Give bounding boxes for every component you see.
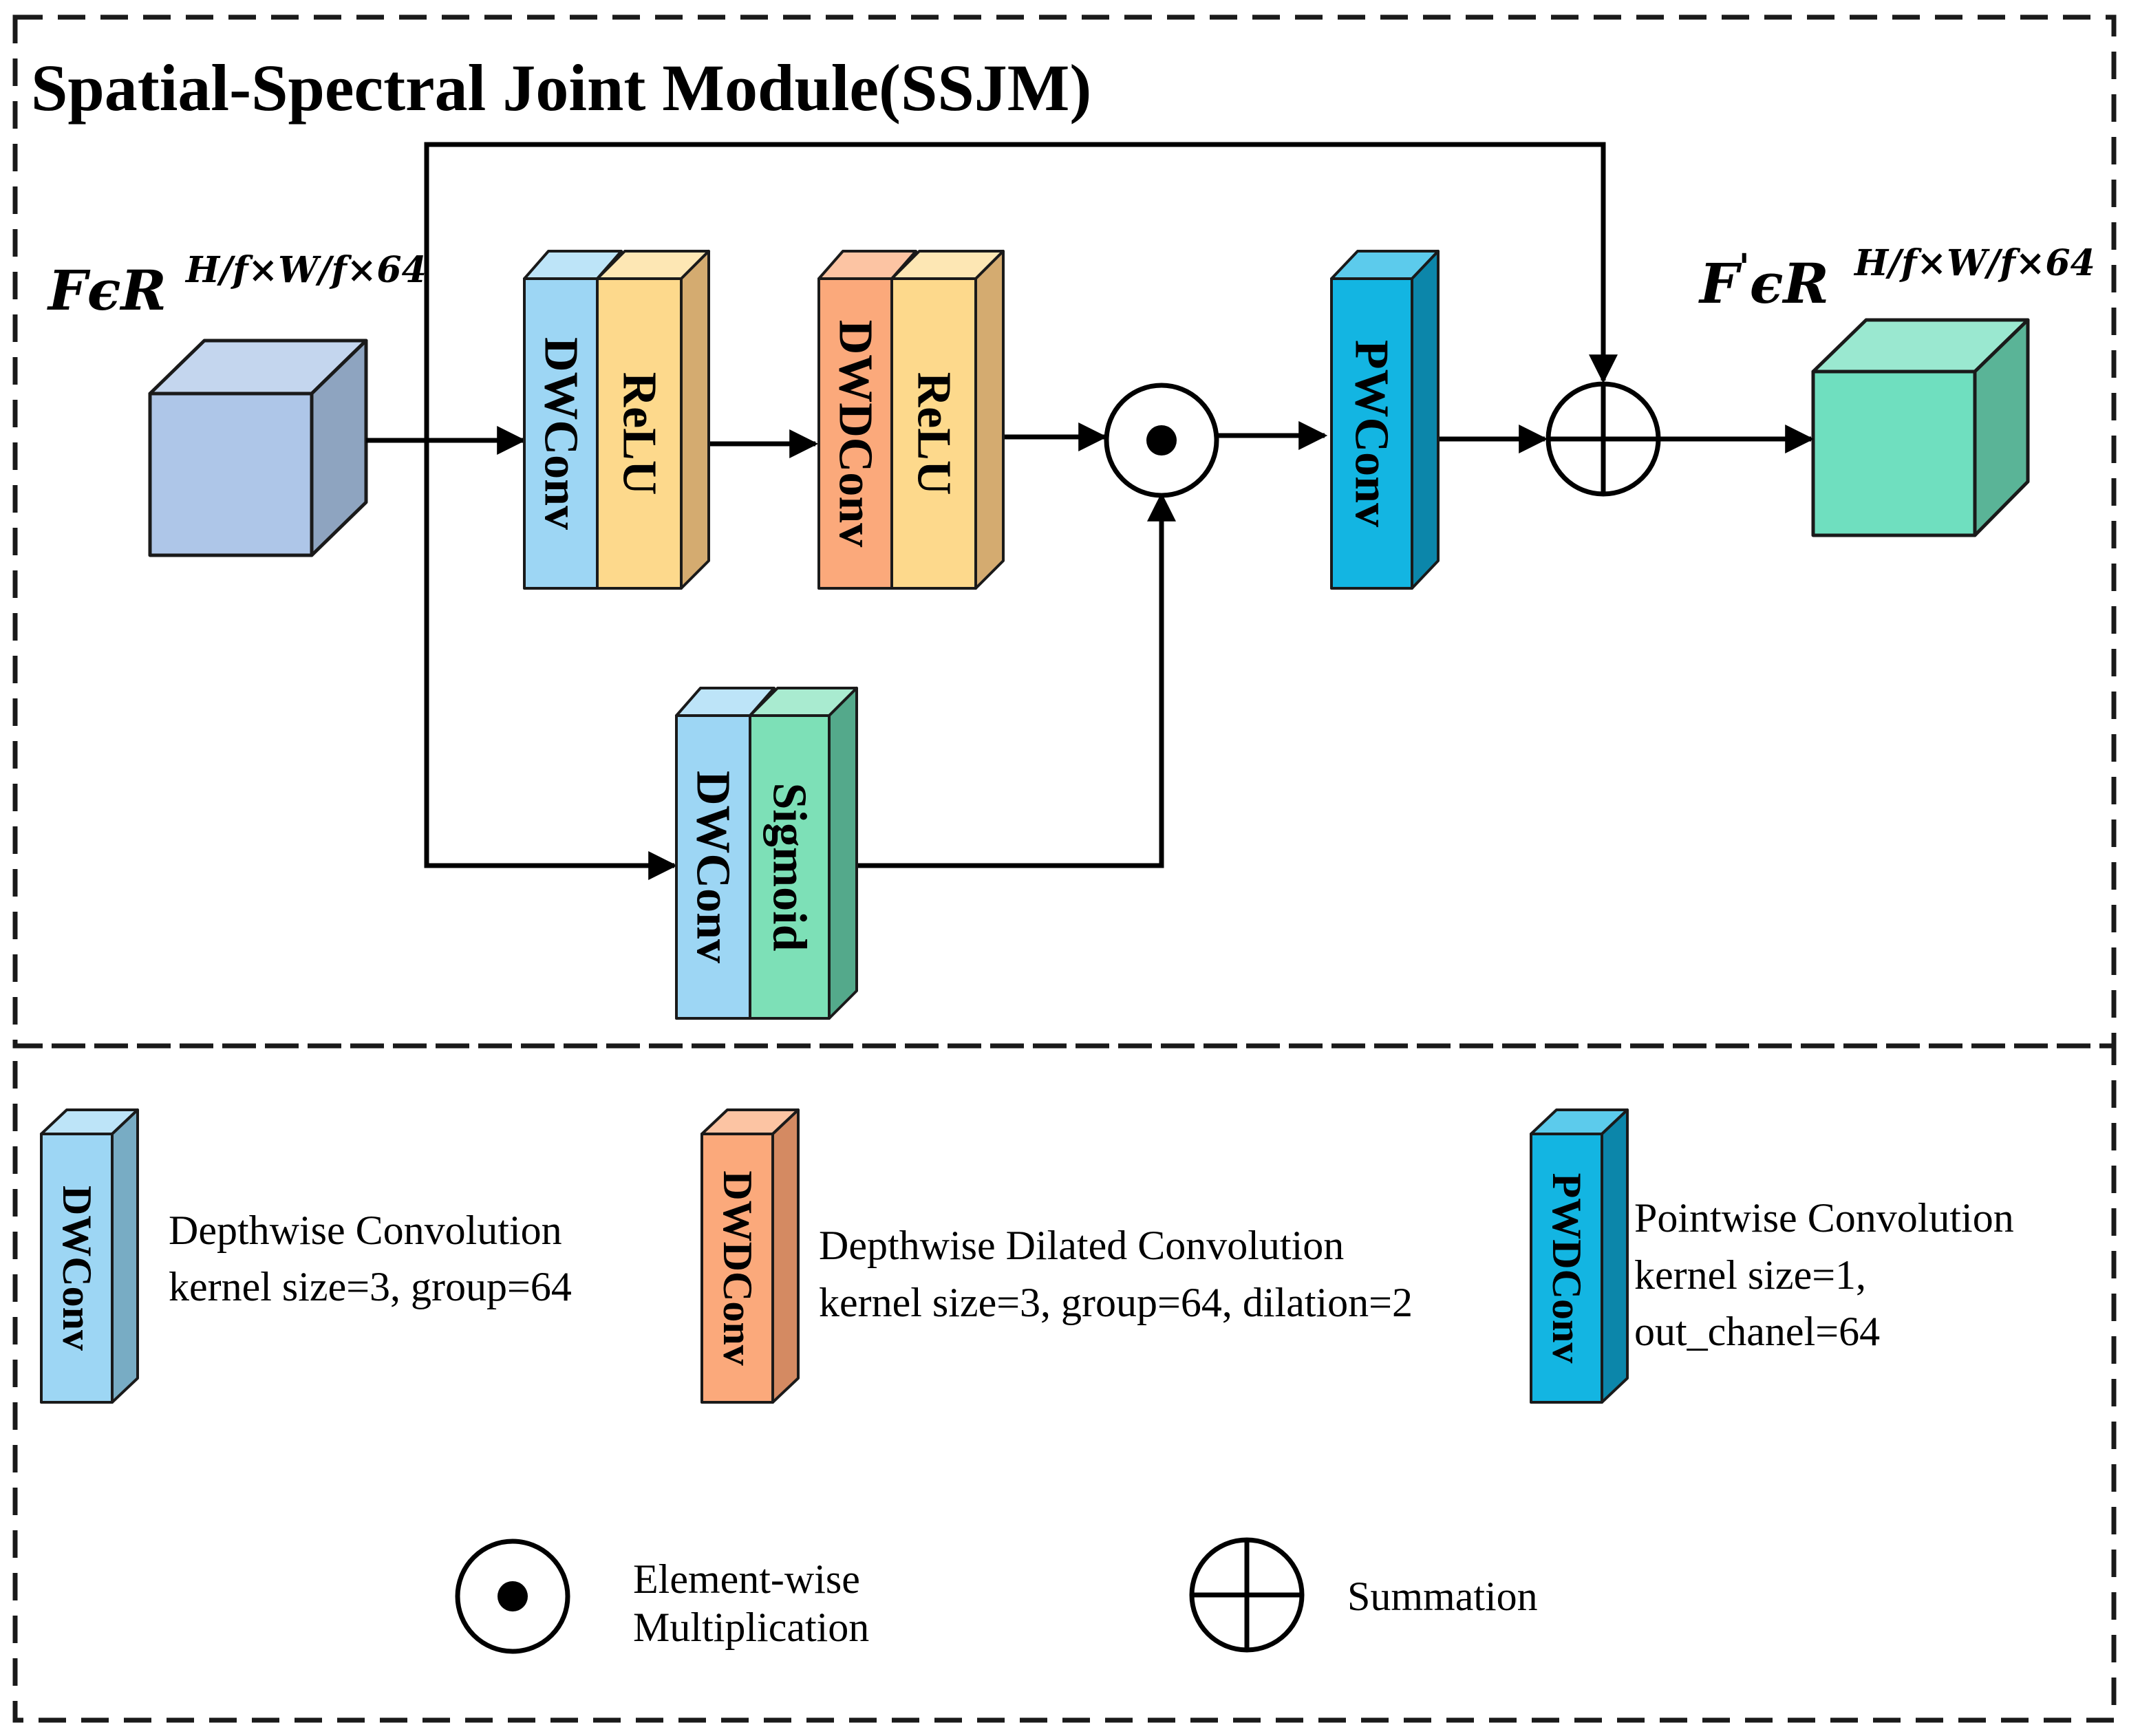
legend-multiply-icon	[455, 1539, 570, 1654]
legend-pwdconv-desc-1: Pointwise Convolution	[1634, 1195, 2014, 1241]
output-relation: ϵ	[1750, 251, 1784, 316]
block-dwdconv-relu	[817, 250, 1005, 590]
block-top2-dwdconv-label: DWDConv	[829, 320, 882, 548]
legend-sum-icon	[1189, 1537, 1305, 1653]
legend-sum-desc: Summation	[1347, 1574, 1538, 1619]
legend-dwconv-block	[40, 1108, 139, 1404]
sigmoid-to-mult	[857, 492, 1176, 868]
svg-text:F'ϵR: F'ϵR	[1698, 246, 1829, 316]
input-symbol: F	[47, 258, 91, 323]
input-relation: ϵ	[87, 258, 121, 323]
legend-dwdconv-desc-1: Depthwise Dilated Convolution	[819, 1223, 1344, 1268]
legend-dwdconv-block	[700, 1108, 800, 1404]
legend-pwdconv-desc-3: out_chanel=64	[1634, 1309, 1880, 1354]
legend-multiply-desc-2: Multiplication	[633, 1605, 869, 1650]
output-space: R	[1782, 251, 1828, 316]
input-feature-cube	[148, 339, 368, 557]
input-superscript: H/f×W/f×64	[184, 249, 427, 291]
connections	[366, 142, 1815, 880]
output-symbol: F	[1698, 251, 1742, 316]
legend-pwdconv-desc-2: kernel size=1,	[1634, 1252, 1866, 1298]
legend-dwconv-desc-2: kernel size=3, group=64	[169, 1264, 572, 1309]
block-bottom-dwconv-label: DWConv	[687, 771, 740, 963]
legend-frame	[12, 1043, 2117, 1723]
block-bottom-sigmoid-label: Sigmoid	[763, 782, 816, 951]
input-label: FϵR H/f×W/f×64	[47, 249, 427, 323]
block-dwconv-sigmoid	[675, 687, 858, 1020]
block-dwconv-relu	[523, 250, 710, 590]
block-pwconv-label: PWConv	[1345, 340, 1398, 527]
block-top1-relu-label: ReLU	[613, 372, 666, 495]
legend-dwconv-label: DWConv	[54, 1186, 100, 1351]
block-top2-relu-label: ReLU	[908, 372, 961, 495]
output-prime: '	[1739, 246, 1750, 288]
svg-text:FϵR: FϵR	[47, 258, 167, 323]
output-superscript: H/f×W/f×64	[1853, 242, 2095, 284]
block-top1-dwconv-label: DWConv	[535, 337, 588, 530]
legend-dwdconv-desc-2: kernel size=3, group=64, dilation=2	[819, 1280, 1413, 1325]
legend-pwdconv-label: PWDConv	[1544, 1173, 1590, 1364]
legend-multiply-desc-1: Element-wise	[633, 1556, 860, 1602]
block-pwconv	[1330, 250, 1440, 590]
frame	[12, 14, 2117, 1723]
module-frame	[12, 14, 2117, 1049]
page-title: Spatial-Spectral Joint Module(SSJM)	[31, 51, 1091, 125]
legend-pwdconv-block	[1530, 1108, 1629, 1404]
multiply-operator	[1104, 383, 1219, 498]
branch-to-sigmoid	[424, 440, 678, 880]
output-feature-cube	[1811, 318, 2030, 537]
skip-connection	[424, 142, 1618, 440]
sum-operator	[1545, 381, 1661, 497]
legend-dwconv-desc-1: Depthwise Convolution	[169, 1208, 562, 1253]
legend-dwdconv-label: DWDConv	[715, 1170, 760, 1365]
input-space: R	[120, 258, 167, 323]
output-label: F'ϵR H/f×W/f×64	[1698, 242, 2095, 316]
